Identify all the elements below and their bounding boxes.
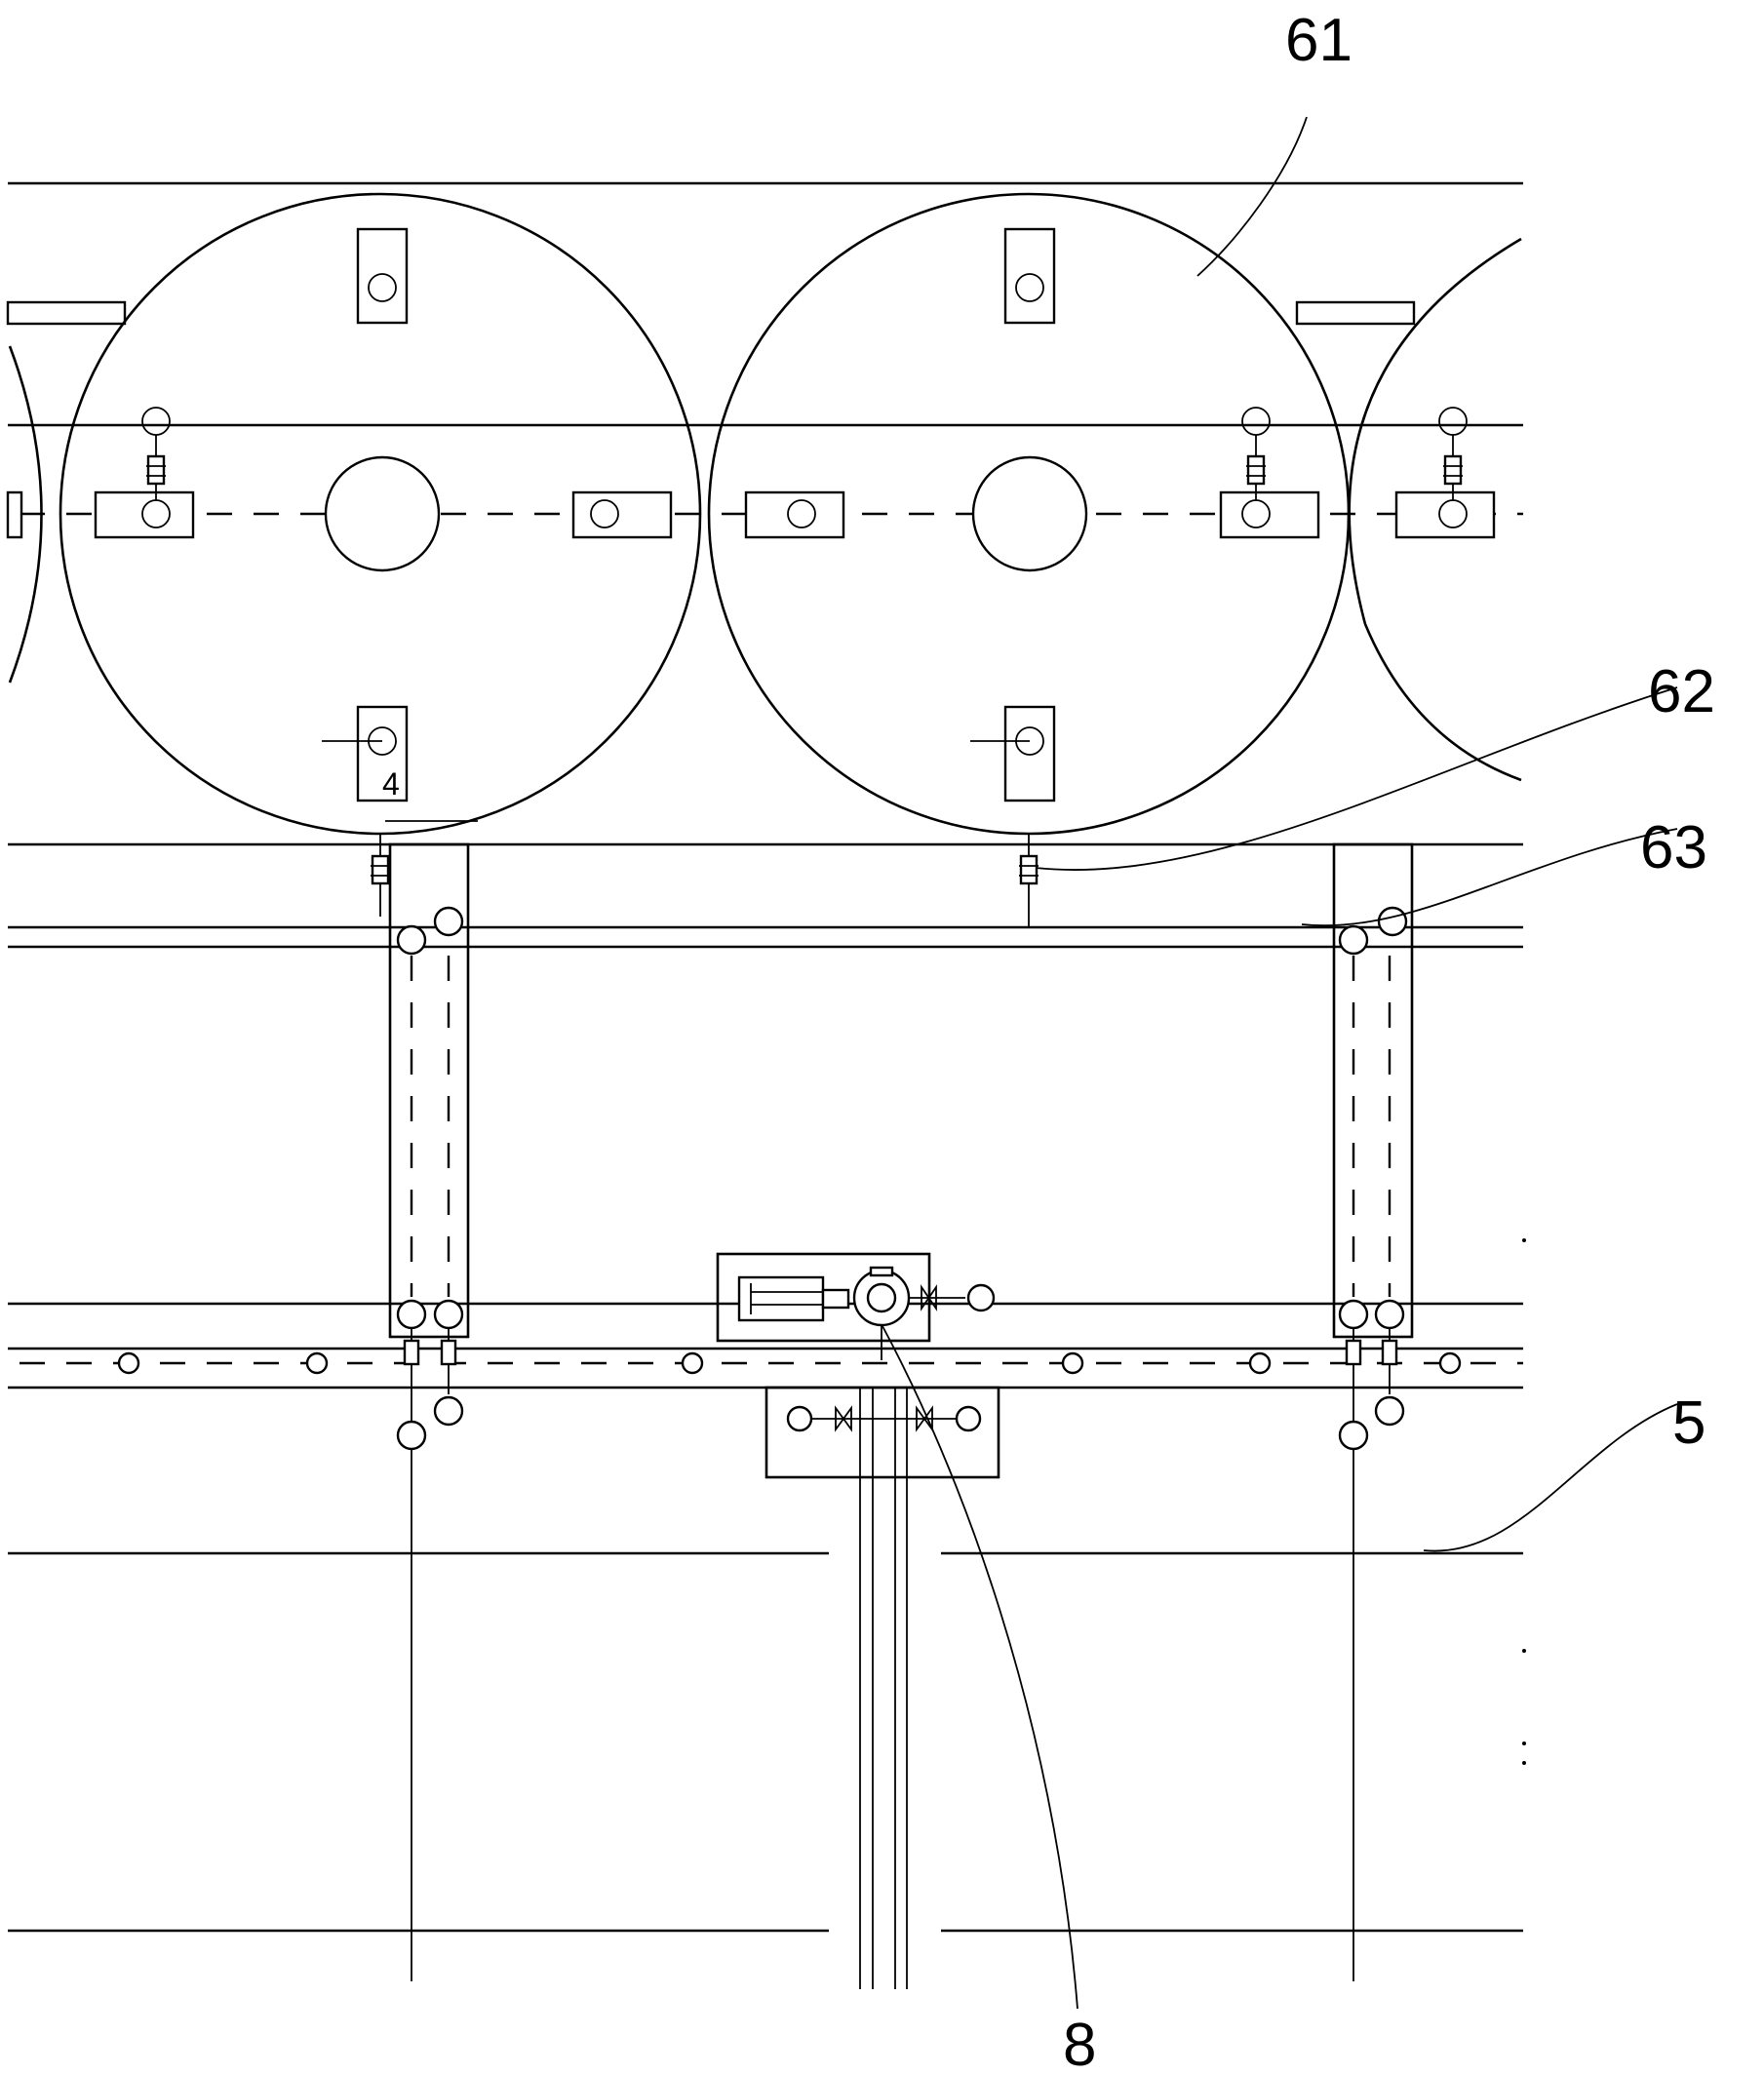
mark-4-label: 4 [382, 766, 400, 802]
tank-3-fittings [6, 407, 1496, 539]
outlet-pipe [859, 1388, 908, 1989]
label-valve-63: 63 [1640, 814, 1707, 881]
tank-partial-left [8, 345, 43, 684]
leader-lines [882, 116, 1678, 2010]
bottom-drain-valves [371, 834, 1039, 926]
riser-left [388, 842, 470, 1981]
pump-unit [716, 1252, 996, 1360]
riser-right [1332, 842, 1414, 1981]
label-branch-pipe-62: 62 [1648, 658, 1715, 725]
label-tank-61: 61 [1285, 7, 1352, 74]
horizontal-rails [8, 181, 1523, 1933]
label-main-pipe-5: 5 [1672, 1389, 1705, 1457]
tank-partial-right [1348, 237, 1522, 782]
top-plate-left [6, 300, 127, 326]
top-plate-right [1295, 300, 1416, 326]
tank-2 [707, 192, 1351, 836]
label-pump-8: 8 [1063, 2012, 1096, 2074]
edge-marks [1522, 1238, 1526, 1765]
lower-valve-box [764, 1386, 1000, 1479]
tank-1: 4 [59, 192, 702, 836]
header-fittings [117, 1351, 1462, 1375]
